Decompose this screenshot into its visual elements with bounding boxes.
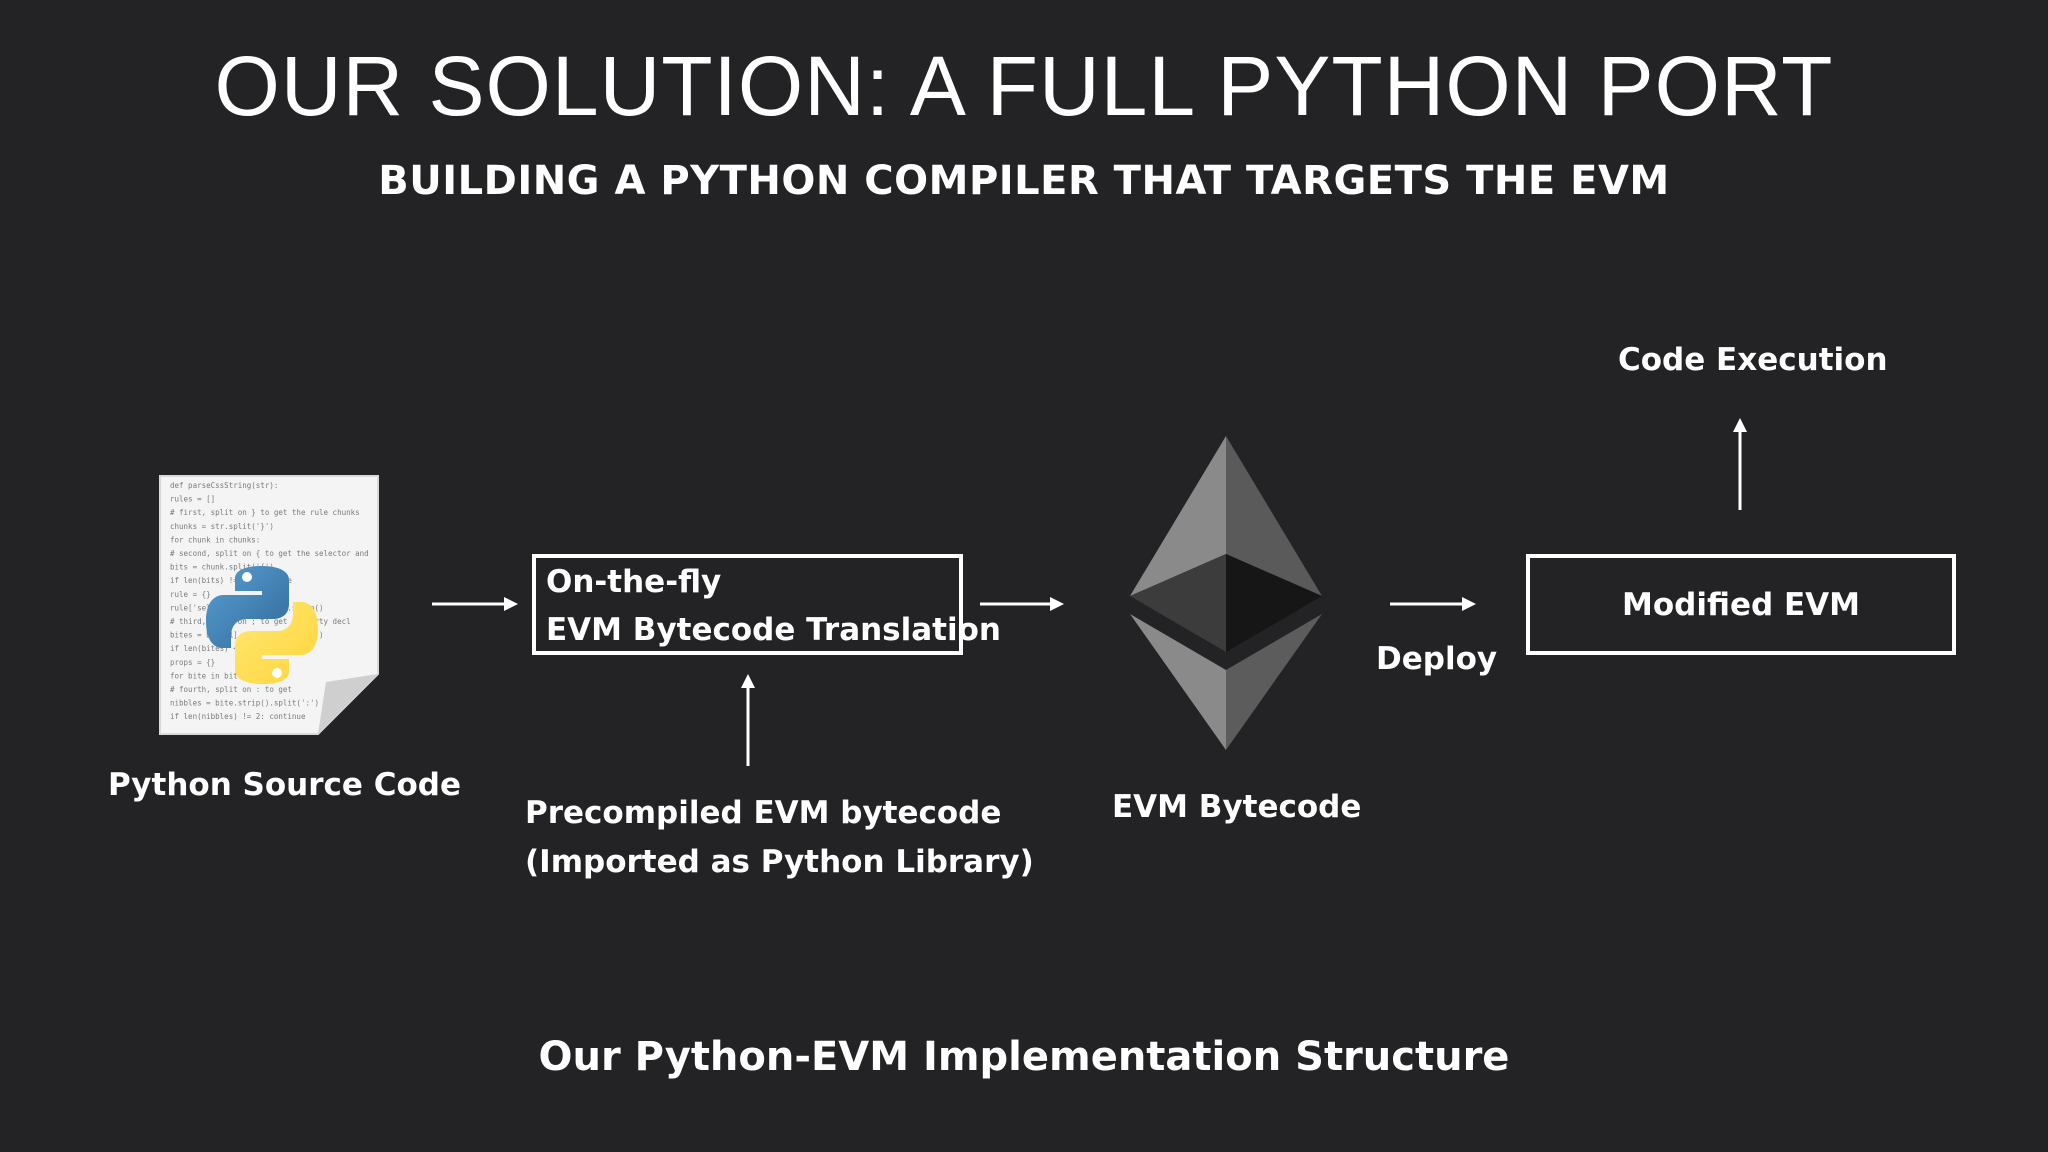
precompiled-label: Precompiled EVM bytecode (Imported as Py… [525,789,1034,887]
code-line: chunks = str.split('}') [170,522,274,531]
arrow-source-to-translation [432,597,518,611]
code-line: for chunk in chunks: [170,535,260,544]
modified-evm-box: Modified EVM [1526,554,1956,655]
code-line: if len(nibbles) != 2: continue [170,712,306,721]
arrow-precompiled-up [741,674,755,766]
python-source-label: Python Source Code [108,767,461,803]
slide-title: OUR SOLUTION: A FULL PYTHON PORT [214,39,1834,133]
code-line: # fourth, split on : to get [170,685,292,694]
python-file-icon: def parseCssString(str): rules = [] # fi… [158,474,380,736]
code-execution-label: Code Execution [1618,342,1888,378]
code-line: nibbles = bite.strip().split(':') [170,699,319,708]
ethereum-logo-icon [1128,434,1324,752]
code-line: bits = chunk.split('{') [170,563,274,572]
arrow-evm-to-execution [1733,418,1747,510]
slide-subtitle: BUILDING A PYTHON COMPILER THAT TARGETS … [378,158,1670,204]
deploy-label: Deploy [1376,641,1498,677]
diagram-caption: Our Python-EVM Implementation Structure [538,1034,1510,1080]
translation-line2: EVM Bytecode Translation [546,612,1001,648]
evm-bytecode-label: EVM Bytecode [1112,789,1362,825]
arrow-translation-to-bytecode [980,597,1064,611]
code-line: # first, split on } to get the rule chun… [170,508,360,517]
code-line: rule = {} [170,590,211,599]
precompiled-line2: (Imported as Python Library) [525,844,1034,880]
modified-evm-label: Modified EVM [1622,586,1860,623]
code-line: def parseCssString(str): [170,481,278,490]
translation-box: On-the-fly EVM Bytecode Translation [532,554,1001,655]
code-line: # third, split on ; to get property decl [170,617,351,626]
python-file-svg: def parseCssString(str): rules = [] # fi… [159,475,379,735]
ethereum-logo-svg [1130,436,1322,750]
code-line: # second, split on { to get the selector… [170,549,369,558]
code-line: rules = [] [170,495,215,504]
translation-line1: On-the-fly [546,564,722,600]
code-line: for bite in bites: [170,671,251,680]
precompiled-line1: Precompiled EVM bytecode [525,795,1002,831]
code-line: if len(bites) < 1: continue [170,644,292,653]
code-line: props = {} [170,658,215,667]
code-line: if len(bits) != 2: continue [170,576,292,585]
arrow-bytecode-to-evm [1390,597,1476,611]
